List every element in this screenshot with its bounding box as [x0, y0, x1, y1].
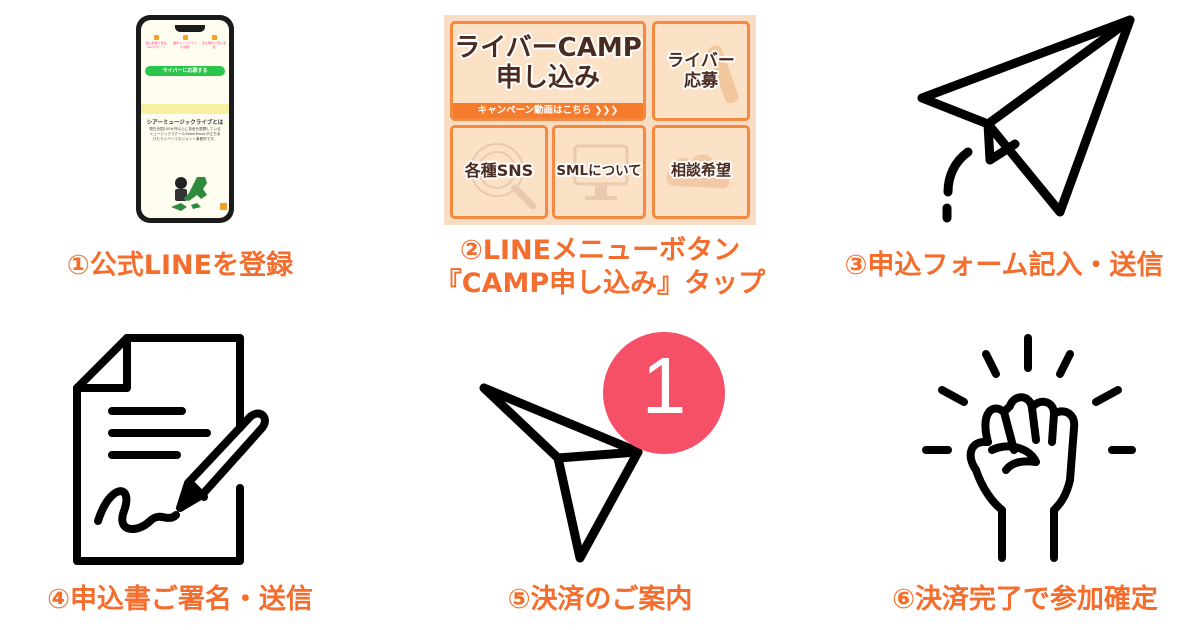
consult-button[interactable]: 相談希望	[652, 125, 750, 219]
sml-label: SMLについて	[556, 163, 642, 179]
step-4-caption: ④申込書ご署名・送信	[47, 584, 313, 615]
phone-mockup: 個人配信で自社Ubuサポート 業界トップクラスの報酬 完全無料で安心運営 ライバ…	[136, 15, 234, 223]
microphone-icon	[708, 45, 739, 104]
phone-screen: 個人配信で自社Ubuサポート 業界トップクラスの報酬 完全無料で安心運営 ライバ…	[141, 20, 229, 218]
phone-yellow-band	[141, 104, 229, 114]
step-1-caption: ①公式LINEを登録	[66, 250, 294, 281]
phone-title: シアーミュージックライブとは	[146, 120, 224, 126]
notification-count: 1	[641, 341, 687, 430]
phone-corner-badge	[220, 203, 227, 210]
campaign-video-link[interactable]: キャンペーン動画はこちら ❯❯❯	[453, 103, 643, 118]
magnifier-icon	[470, 143, 537, 210]
phone-feature: 個人配信で自社Ubuサポート	[144, 35, 168, 57]
speech-cloud-icon	[666, 154, 730, 189]
phone-feature: 業界トップクラスの報酬	[173, 35, 197, 57]
sns-label: 各種SNS	[464, 161, 534, 180]
phone-apply-button[interactable]: ライバーに応募する	[145, 66, 225, 76]
notification-badge: 1	[603, 332, 725, 454]
sml-button[interactable]: SMLについて	[552, 125, 646, 219]
phone-feature: 完全無料で安心運営	[202, 35, 226, 57]
signed-document-icon	[73, 334, 269, 565]
feature-icon	[211, 35, 217, 40]
paper-plane-icon	[917, 15, 1135, 223]
sns-button[interactable]: 各種SNS	[450, 125, 548, 219]
consult-label: 相談希望	[670, 161, 731, 179]
send-arrow-icon	[479, 383, 643, 563]
phone-feature-row: 個人配信で自社Ubuサポート 業界トップクラスの報酬 完全無料で安心運営	[144, 35, 226, 57]
liver-apply-button[interactable]: ライバー応募	[652, 21, 750, 121]
phone-body-text: 現在全国100か所以上に校舎を展開しているミュージックスクールSheerMusi…	[149, 127, 221, 142]
japan-map-icon	[171, 177, 207, 211]
raised-fist-icon	[922, 334, 1136, 562]
feature-icon	[182, 35, 188, 40]
step-3-caption: ③申込フォーム記入・送信	[844, 250, 1164, 281]
step-6-caption: ⑥決済完了で参加確定	[892, 584, 1158, 615]
liver-apply-label: ライバー応募	[667, 51, 735, 91]
step-5-caption: ⑤決済のご案内	[507, 584, 693, 615]
phone-notch	[175, 25, 205, 32]
monitor-icon	[573, 144, 629, 200]
feature-icon	[153, 35, 159, 40]
step-2-caption: ②LINEメニューボタン 『CAMP申し込み』タップ	[434, 235, 766, 299]
